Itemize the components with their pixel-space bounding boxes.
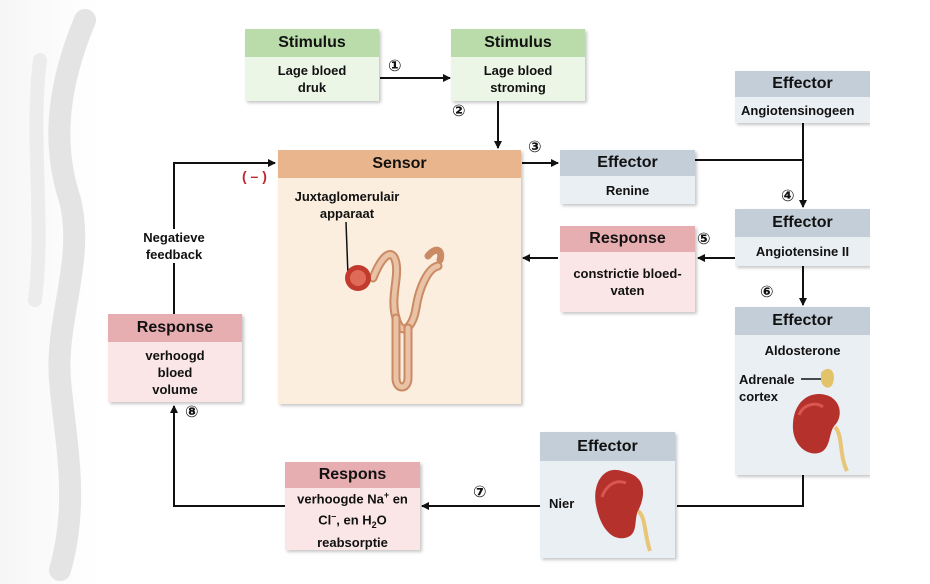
effector-angiotensinogen-box: Effector Angiotensinogeen <box>735 71 870 123</box>
effector-header: Effector <box>735 307 870 335</box>
reabsorption-line-3: reabsorptie <box>317 534 388 550</box>
stimulus-header: Stimulus <box>245 29 379 57</box>
sensor-body: Juxtaglomerulair apparaat <box>278 178 521 404</box>
stimulus-line-2: stroming <box>490 80 546 95</box>
sensor-box: Sensor Juxtaglomerulair apparaat <box>278 150 521 404</box>
response-header: Response <box>108 314 242 342</box>
effector-body: Renine <box>560 176 695 204</box>
effector-body: Angiotensinogeen <box>735 97 870 123</box>
kidney-label: Nier <box>549 496 575 511</box>
step-1-marker: ① <box>388 56 402 75</box>
step-3-marker: ③ <box>528 137 542 156</box>
effector-body: Angiotensine II <box>735 237 870 266</box>
adrenal-cortex-label: Adrenale cortex <box>739 372 795 404</box>
stimulus-low-pressure-box: Stimulus Lage bloed druk <box>245 29 379 101</box>
aldosterone-label: Aldosterone <box>764 343 841 358</box>
effector-aldosterone-box: Effector Aldosterone Adrenale cortex <box>735 307 870 475</box>
response-body: verhoogde Na+ en Cl–, en H2O reabsorptie <box>285 488 420 550</box>
response-body: constrictie bloed- vaten <box>560 252 695 312</box>
juxtaglomerular-label: Juxtaglomerulair apparaat <box>294 189 400 221</box>
sensor-header: Sensor <box>278 150 521 178</box>
stimulus-line-2: druk <box>297 80 327 95</box>
response-header: Response <box>560 226 695 252</box>
stimulus-header: Stimulus <box>451 29 585 57</box>
effector-kidney-box: Effector Nier <box>540 432 675 558</box>
step-7-marker: ⑦ <box>473 482 487 501</box>
effector-renin-box: Effector Renine <box>560 150 695 204</box>
response-header: Respons <box>285 462 420 488</box>
effector-body: Nier <box>540 461 675 558</box>
decorative-watermark <box>28 9 96 581</box>
effector-header: Effector <box>735 209 870 237</box>
step-6-marker: ⑥ <box>760 282 774 301</box>
response-body: verhoogd bloed volume <box>108 342 242 402</box>
step-8-marker: ⑧ <box>185 402 199 421</box>
response-vasoconstriction-box: Response constrictie bloed- vaten <box>560 226 695 312</box>
step-2-marker: ② <box>452 101 466 120</box>
stimulus-body: Lage bloed druk <box>245 57 379 101</box>
step-4-marker: ④ <box>781 186 795 205</box>
response-reabsorption-box: Respons verhoogde Na+ en Cl–, en H2O rea… <box>285 462 420 550</box>
reabsorption-line-1: verhoogde Na+ en <box>297 490 408 507</box>
stimulus-low-flow-box: Stimulus Lage bloed stroming <box>451 29 585 101</box>
effector-header: Effector <box>735 71 870 97</box>
effector-header: Effector <box>540 432 675 461</box>
kidney-adrenal-illustration <box>792 368 849 472</box>
negative-feedback-label: Negatieve feedback <box>128 229 220 263</box>
negative-sign: ( – ) <box>242 168 267 184</box>
right-margin <box>870 0 930 584</box>
stimulus-body: Lage bloed stroming <box>451 57 585 101</box>
stimulus-line-1: Lage bloed <box>277 63 347 78</box>
response-blood-volume-box: Response verhoogd bloed volume <box>108 314 242 402</box>
nephron-illustration <box>345 221 445 392</box>
effector-angiotensin-ii-box: Effector Angiotensine II <box>735 209 870 266</box>
reabsorption-line-2: Cl–, en H2O <box>318 510 387 530</box>
effector-header: Effector <box>560 150 695 176</box>
left-decorative-strip <box>0 0 100 584</box>
kidney-illustration <box>595 469 652 552</box>
step-5-marker: ⑤ <box>697 229 711 248</box>
effector-body: Aldosterone Adrenale cortex <box>735 335 870 475</box>
stimulus-line-1: Lage bloed <box>483 63 553 78</box>
